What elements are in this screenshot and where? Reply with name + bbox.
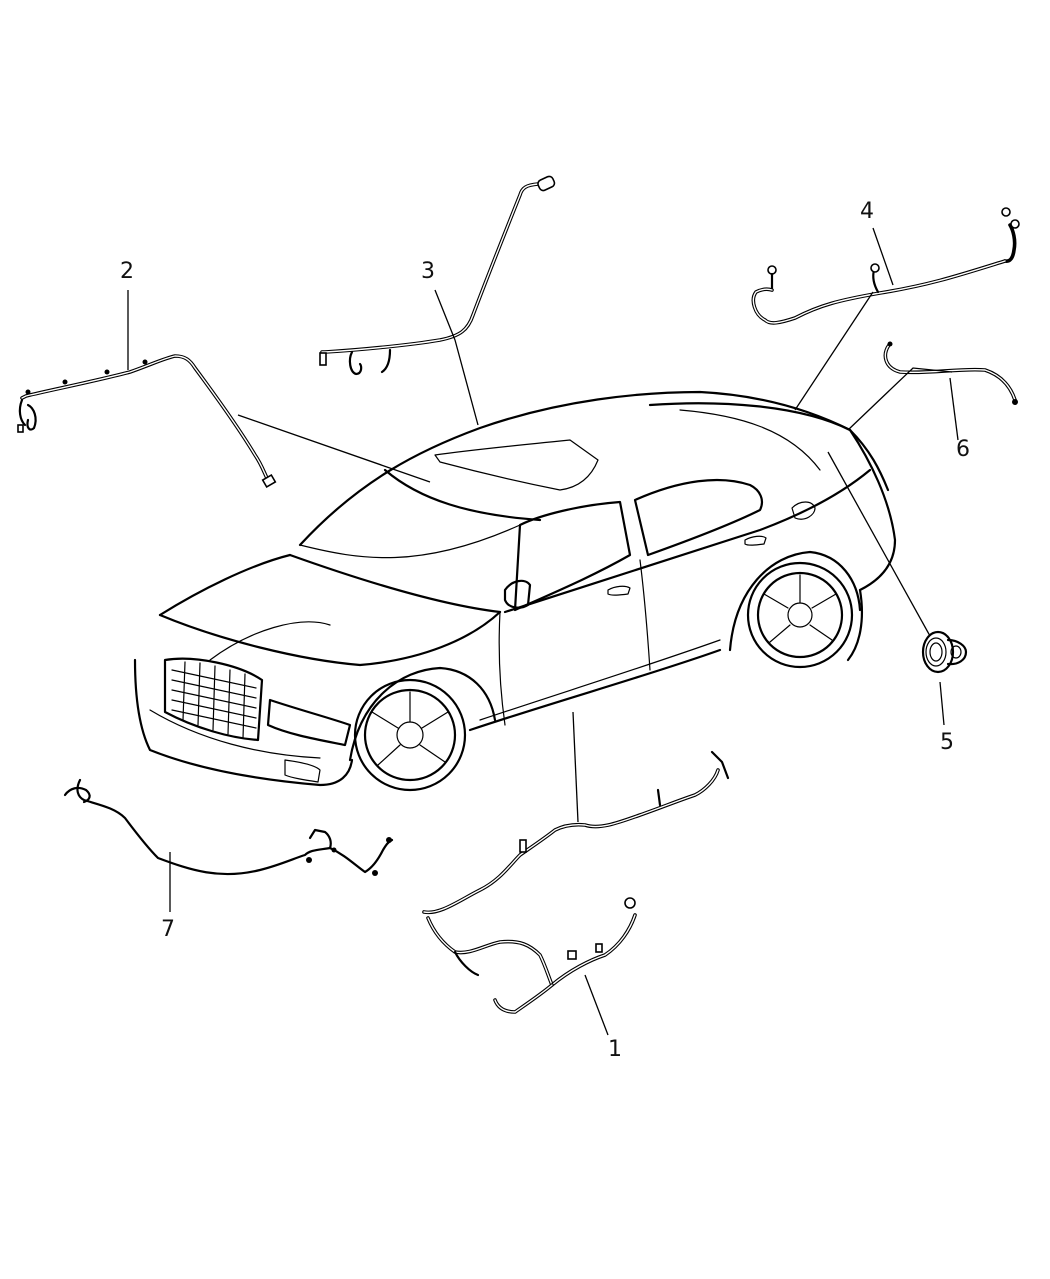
car-body-illustration	[133, 390, 897, 792]
callout-1: 1	[608, 1037, 622, 1062]
harness-7-drawing	[63, 778, 394, 876]
callout-3: 3	[421, 259, 435, 284]
callout-6: 6	[956, 437, 970, 462]
harness-4-drawing	[751, 207, 1020, 325]
callout-7: 7	[161, 917, 175, 942]
leader-lines	[127, 227, 959, 1036]
grommet-5-drawing	[921, 630, 968, 674]
callout-2: 2	[120, 259, 134, 284]
harness-2-drawing	[17, 354, 277, 489]
callout-4: 4	[860, 199, 874, 224]
callout-5: 5	[940, 730, 954, 755]
harness-1-drawing	[422, 750, 730, 1014]
harness-3-drawing	[319, 175, 556, 376]
